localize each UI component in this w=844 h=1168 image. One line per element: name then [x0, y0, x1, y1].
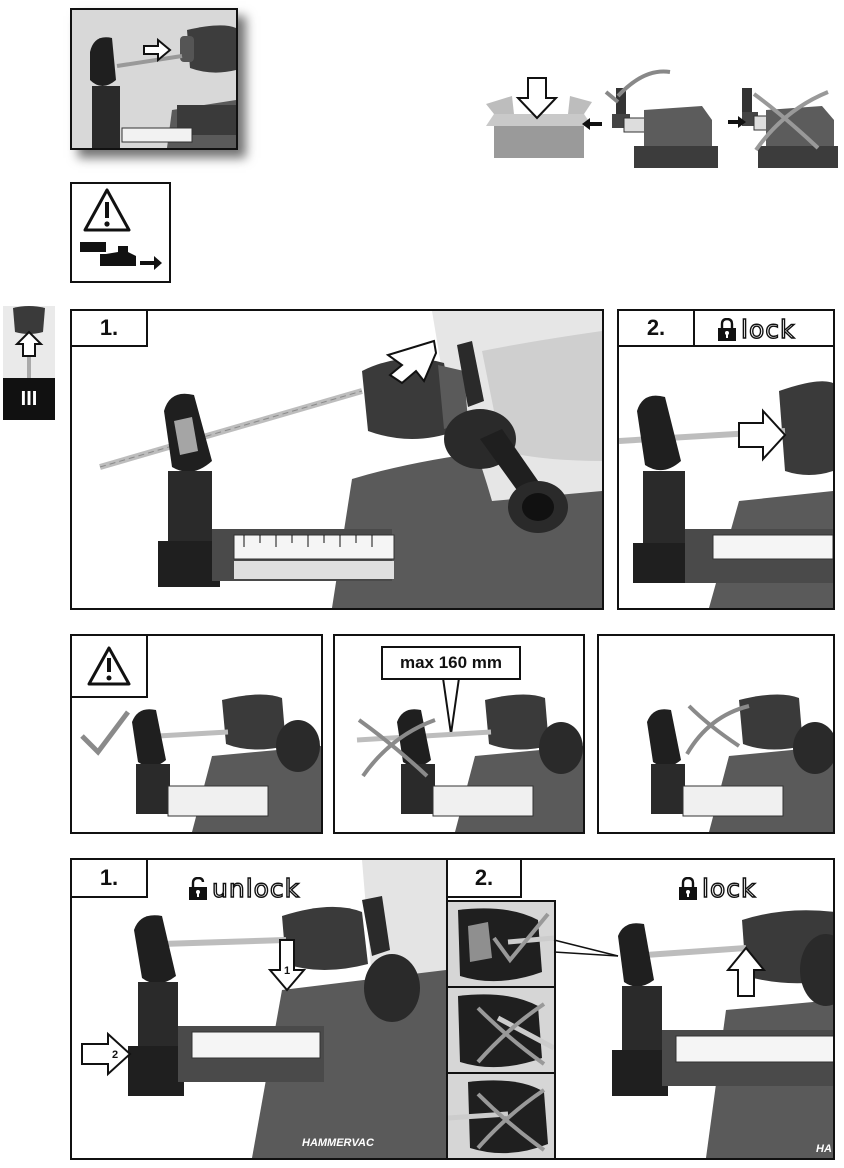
inset-incorrect-2 [446, 1072, 556, 1160]
step2-lock-panel: 2. lock [617, 309, 835, 610]
relock-illustration: HA [553, 910, 833, 1158]
arrow-number: 2 [112, 1049, 118, 1061]
brand-logo-partial: HA [816, 1143, 832, 1155]
correct-bit-panel [70, 634, 323, 834]
step-number: 1. [72, 860, 148, 898]
incorrect-bit-panel [597, 634, 835, 834]
checkmark-icon [492, 912, 550, 964]
cross-icon [357, 718, 436, 778]
checkmark-icon [616, 69, 671, 98]
cross-icon [476, 1006, 546, 1066]
unlock-label: unlock [188, 873, 301, 904]
box-icon [486, 96, 592, 158]
drill-up-arrow-icon [3, 306, 55, 378]
padlock-closed-icon [679, 876, 697, 900]
battery-warning-box [70, 182, 171, 283]
insert-drill-bit-panel [70, 8, 238, 150]
step-number: 2. [619, 311, 695, 347]
drill-bit-insertion-illustration [72, 10, 236, 148]
lock-text: lock [740, 314, 796, 344]
step1-insert-bit-panel: 1. [70, 309, 604, 610]
unpack-illustration [484, 66, 840, 174]
push-arrow-2: 2 [81, 1031, 132, 1077]
step1-unlock-panel: 1. unlock 1 2 HAMMERVAC [70, 858, 448, 1160]
arrow-icon [725, 946, 767, 997]
step2-illustration [619, 381, 833, 608]
cross-icon [685, 704, 750, 756]
warning-tag [72, 636, 148, 698]
warning-triangle-icon [83, 188, 131, 232]
push-arrow-1: 1 [267, 939, 307, 992]
tool-incorrect [728, 88, 838, 168]
step-number: 2. [446, 860, 522, 898]
arrow-icon [143, 37, 172, 63]
bit-alignment-insets [446, 900, 556, 1160]
arrow-icon [515, 77, 559, 120]
padlock-open-icon [189, 876, 207, 900]
unlock-text: unlock [211, 873, 301, 903]
section-marker: III [3, 306, 55, 420]
correct-bit-illustration [80, 694, 321, 832]
checkmark-icon [80, 710, 130, 756]
section-label: III [3, 378, 55, 420]
incorrect-bit-illustration [647, 694, 833, 832]
lock-label: lock [717, 314, 796, 345]
max-length-callout: max 160 mm [381, 646, 521, 680]
max-length-illustration [356, 677, 583, 832]
inset-incorrect-1 [446, 986, 556, 1074]
max-length-panel: max 160 mm [333, 634, 585, 834]
step-number: 1. [72, 311, 148, 347]
battery-remove-icon [80, 242, 162, 270]
lock-tag [693, 311, 833, 347]
lock-text: lock [701, 873, 757, 903]
tool-correct [582, 69, 718, 168]
cross-icon [476, 1092, 546, 1152]
brand-logo: HAMMERVAC [302, 1137, 375, 1149]
step2-relock-panel: 2. lock HA [446, 858, 835, 1160]
step1-illustration [99, 311, 602, 608]
arrow-icon [385, 339, 438, 385]
padlock-closed-icon [718, 317, 736, 341]
warning-triangle-icon [87, 646, 131, 686]
unlock-illustration: 1 2 HAMMERVAC [81, 860, 446, 1158]
arrow-number: 1 [284, 965, 290, 977]
lock-label: lock [678, 873, 757, 904]
arrow-icon [738, 408, 787, 462]
